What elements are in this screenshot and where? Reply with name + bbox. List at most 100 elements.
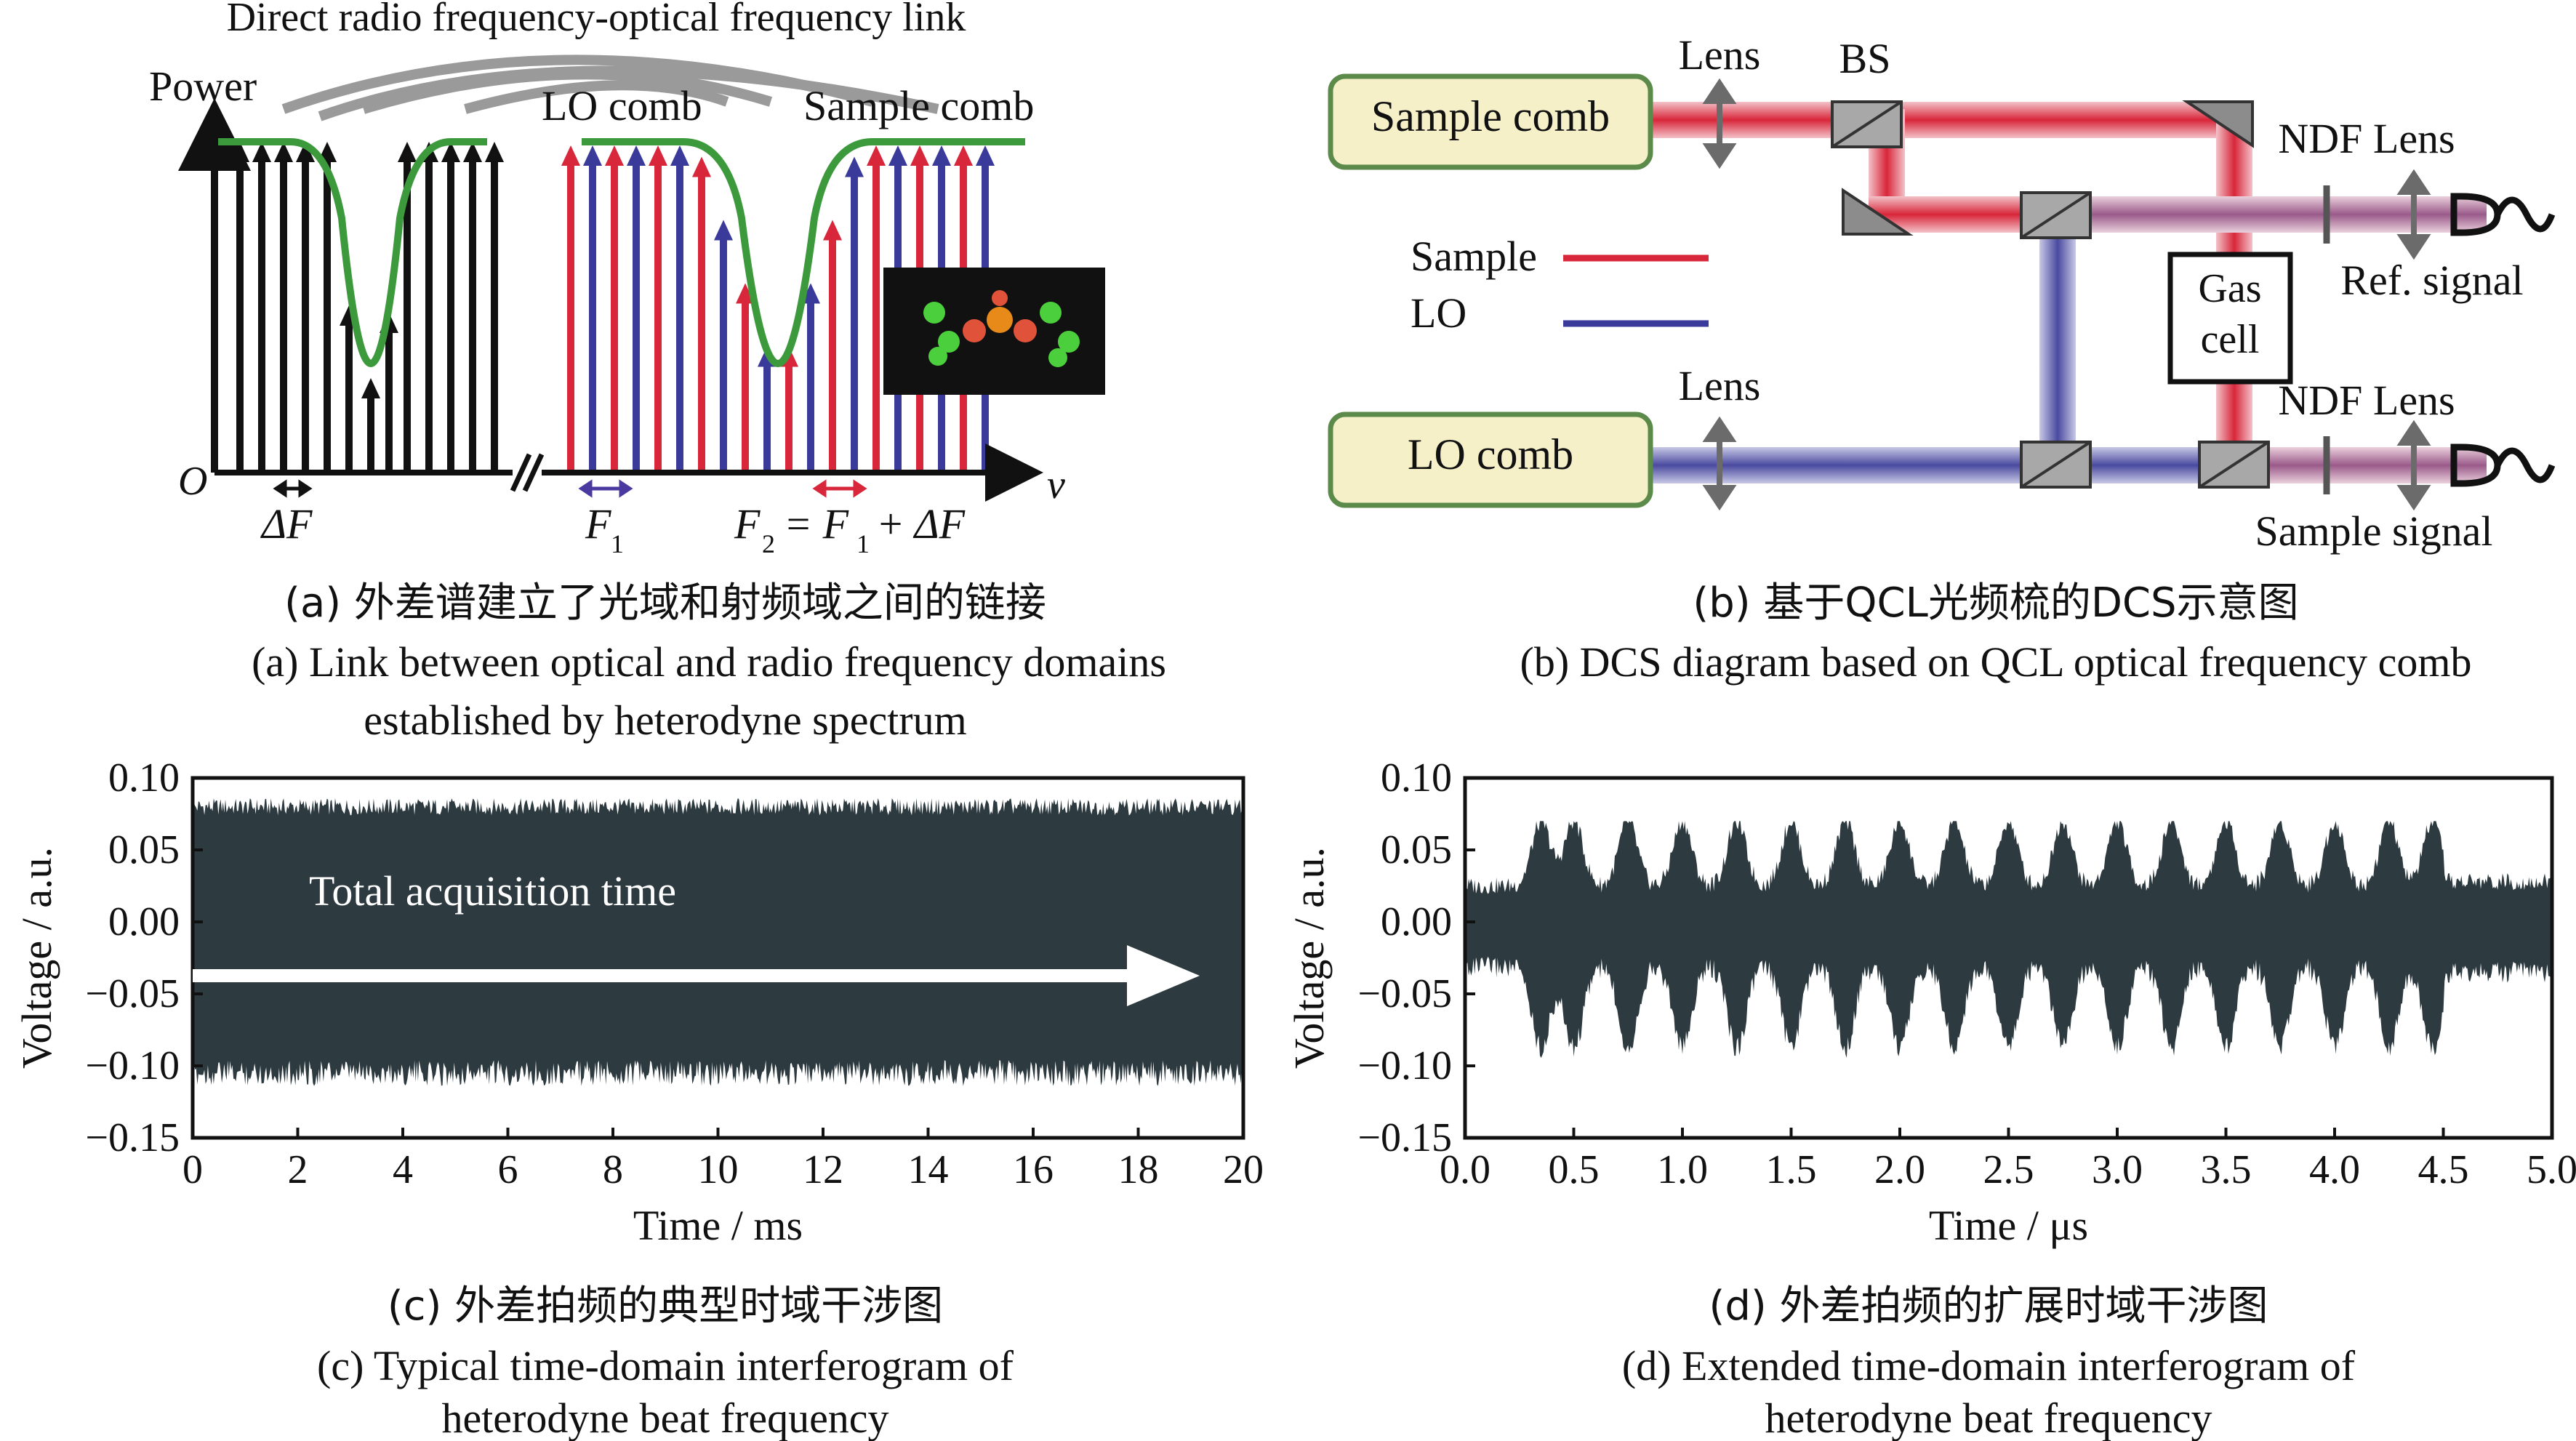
caption-d-cn: (d) 外差拍频的扩展时域干涉图 [1709, 1283, 2268, 1330]
mirror-top-right-icon [2182, 100, 2254, 148]
caption-c-en-1: (c) Typical time-domain interferogram of [317, 1342, 1014, 1389]
black-comb-arrowhead [441, 142, 460, 162]
power-label: Power [149, 63, 257, 110]
bs-label: BS [1839, 35, 1891, 82]
x-tick-label: 14 [908, 1147, 949, 1192]
x-tick-label: 16 [1013, 1147, 1054, 1192]
caption-d-en-2: heterodyne beat frequency [1765, 1394, 2212, 1441]
sample-comb-label: Sample comb [803, 82, 1034, 129]
black-comb-arrowhead [463, 142, 482, 162]
y-axis-label: Voltage / a.u. [1285, 847, 1333, 1069]
caption-a-en-1: (a) Link between optical and radio frequ… [252, 638, 1166, 686]
black-comb-arrowhead [398, 142, 417, 162]
sample-comb-arrowhead [867, 145, 886, 166]
x-tick-label: 2.5 [1983, 1147, 2034, 1192]
f2-arrow [812, 479, 867, 498]
x-tick-label: 0 [182, 1147, 203, 1192]
f2-mid-subscript: 1 [856, 529, 870, 558]
f2-lhs-subscript: 2 [762, 529, 775, 558]
f1-subscript: 1 [611, 529, 624, 558]
caption-b-cn: (b) 基于QCL光频梳的DCS示意图 [1693, 579, 2298, 627]
beam-splitter-bs-icon [1831, 100, 1903, 148]
mirror-mid-left-icon [1842, 188, 1914, 236]
caption-b-en: (b) DCS diagram based on QCL optical fre… [1520, 638, 2472, 686]
black-comb-arrowhead [274, 142, 293, 162]
x-tick-label: 3.0 [2092, 1147, 2143, 1192]
lo-comb-arrowhead [932, 145, 951, 166]
sample-comb-box [1328, 73, 1653, 170]
x-tick-label: 20 [1223, 1147, 1264, 1192]
lo-comb-arrowhead [845, 156, 864, 177]
total-acquisition-label: Total acquisition time [309, 867, 676, 915]
caption-d-en-1: (d) Extended time-domain interferogram o… [1622, 1342, 2356, 1389]
lens-top-label: Lens [1679, 31, 1761, 79]
caption-c-en-2: heterodyne beat frequency [441, 1394, 888, 1441]
x-tick-label: 2.0 [1874, 1147, 1925, 1192]
y-tick-label: −0.05 [1357, 971, 1452, 1016]
x-tick-label: 1.0 [1657, 1147, 1708, 1192]
black-comb-arrowhead [485, 142, 504, 162]
detector-ref-icon [2450, 193, 2556, 236]
caption-c-cn: (c) 外差拍频的典型时域干涉图 [388, 1283, 943, 1330]
molecule-inset [883, 268, 1105, 395]
f1-arrow [578, 479, 633, 498]
sample-comb-arrowhead [910, 145, 929, 166]
x-tick-label: 12 [803, 1147, 843, 1192]
nu-label: v [1047, 462, 1065, 507]
x-axis-label: Time / ms [633, 1202, 803, 1249]
x-tick-label: 6 [498, 1147, 518, 1192]
delta-f-arrow [273, 479, 313, 498]
gas-cell-box [2167, 252, 2293, 385]
black-comb-arrowhead [296, 142, 315, 162]
f2-mid-label: = F [784, 500, 849, 547]
beam-splitter-bottom-left-icon [2020, 441, 2092, 489]
detector-sample-icon [2450, 443, 2556, 487]
f2-rhs-label: + ΔF [876, 500, 966, 547]
signal-trace [193, 798, 1243, 1086]
x-tick-label: 4.0 [2309, 1147, 2360, 1192]
y-tick-label: 0.05 [108, 827, 180, 872]
x-tick-label: 8 [603, 1147, 623, 1192]
gaussian-dip-right [582, 138, 1025, 368]
ndf-lens-top-label: NDF Lens [2278, 115, 2455, 162]
lo-comb-arrowhead [888, 145, 907, 166]
lo-comb-label: LO comb [542, 82, 702, 129]
lo-comb-arrowhead [976, 145, 995, 166]
beam-splitter-mid-icon [2020, 191, 2092, 239]
black-comb-lines [230, 142, 504, 473]
x-tick-label: 2 [288, 1147, 308, 1192]
x-tick-label: 10 [698, 1147, 739, 1192]
lo-comb-box [1328, 412, 1653, 508]
x-tick-label: 3.5 [2201, 1147, 2252, 1192]
sample-comb-box-label: Sample comb [1371, 92, 1610, 140]
signal-trace [1465, 821, 2552, 1058]
lens-bottom-icon [1702, 416, 1737, 511]
sample-comb-arrowhead [954, 145, 973, 166]
lens-ndf-bottom-icon [2396, 420, 2431, 511]
y-tick-label: −0.10 [1357, 1043, 1452, 1088]
f2-lhs-label: F [734, 500, 761, 547]
legend-lo-label: LO [1411, 289, 1466, 337]
sample-comb-arrowhead [692, 156, 711, 177]
lo-comb-box-label: LO comb [1408, 430, 1573, 478]
lens-bottom-label: Lens [1679, 362, 1761, 409]
y-axis-label: Voltage / a.u. [13, 847, 60, 1069]
panel-b: Sample comb LO comb Lens Lens BS [1328, 31, 2556, 686]
sample-signal-label: Sample signal [2255, 507, 2492, 555]
x-tick-label: 0.0 [1440, 1147, 1490, 1192]
ref-signal-label: Ref. signal [2340, 257, 2523, 304]
y-tick-label: 0.00 [108, 899, 180, 944]
legend-sample-label: Sample [1411, 233, 1537, 280]
y-tick-label: −0.15 [85, 1115, 180, 1160]
beam-splitter-bottom-right-icon [2198, 441, 2270, 489]
lo-comb-arrowhead [627, 145, 646, 166]
y-tick-label: −0.15 [1357, 1115, 1452, 1160]
x-tick-label: 18 [1118, 1147, 1159, 1192]
axis-break-icon [510, 453, 545, 492]
lo-comb-arrowhead [670, 145, 689, 166]
f1-label: F [585, 500, 611, 547]
delta-f-label: ΔF [260, 500, 313, 547]
